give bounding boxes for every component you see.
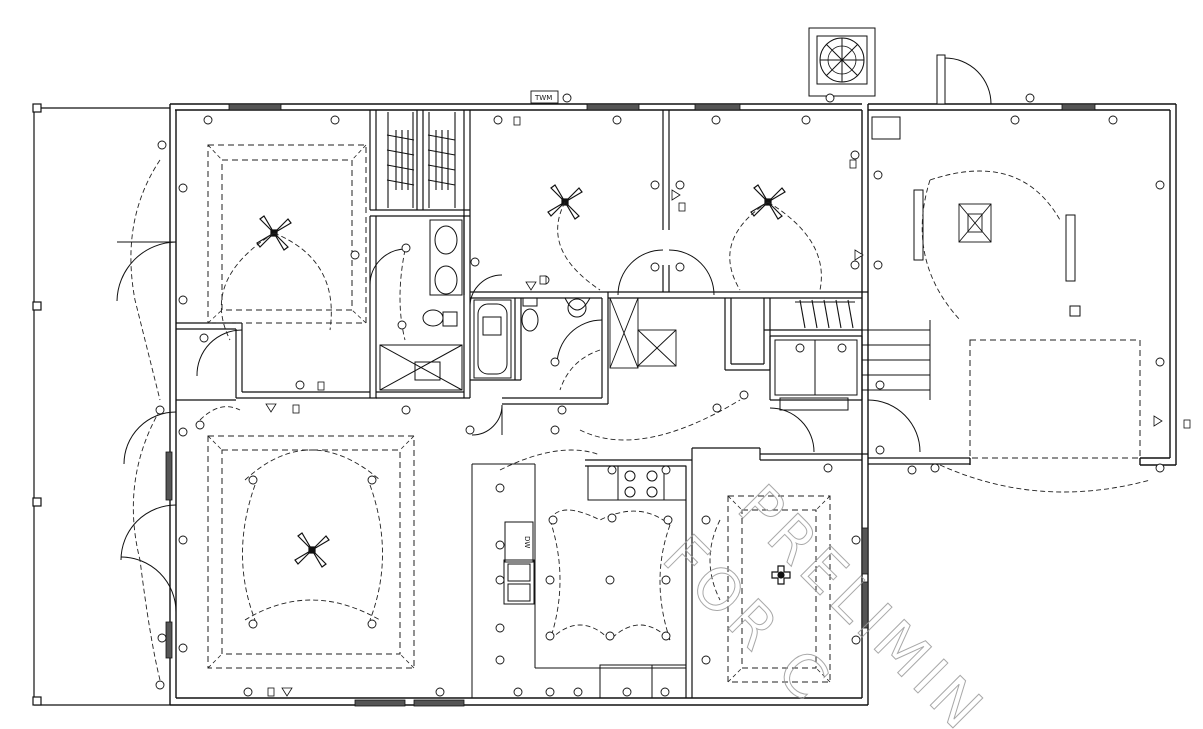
windows	[165, 103, 1096, 707]
meter-box: TWM	[530, 90, 559, 104]
circuit-wiring	[130, 159, 1151, 681]
exhaust-fan-unit-icon	[808, 27, 876, 97]
doors	[116, 54, 992, 613]
tray-ceilings	[207, 144, 1141, 683]
ceiling-fan-icon	[294, 532, 330, 568]
chandelier-icon	[771, 565, 791, 585]
light-fixture-icon	[609, 203, 992, 369]
front-porch	[32, 103, 170, 706]
kitchen-cabinets	[471, 463, 687, 699]
closet-rods	[386, 112, 855, 329]
bathroom-fixtures	[379, 219, 858, 411]
exterior-walls	[169, 103, 1177, 706]
preliminary-watermark: PRELIMIN FOR C	[650, 471, 1000, 729]
shop-light-icon	[871, 116, 1081, 317]
tray-corners	[207, 144, 831, 683]
switch-icons	[265, 116, 1191, 697]
dishwasher-label: DW	[523, 536, 531, 548]
receptacle-icons	[155, 93, 1165, 697]
meter-label: TWM	[534, 94, 552, 102]
steps	[862, 320, 931, 400]
